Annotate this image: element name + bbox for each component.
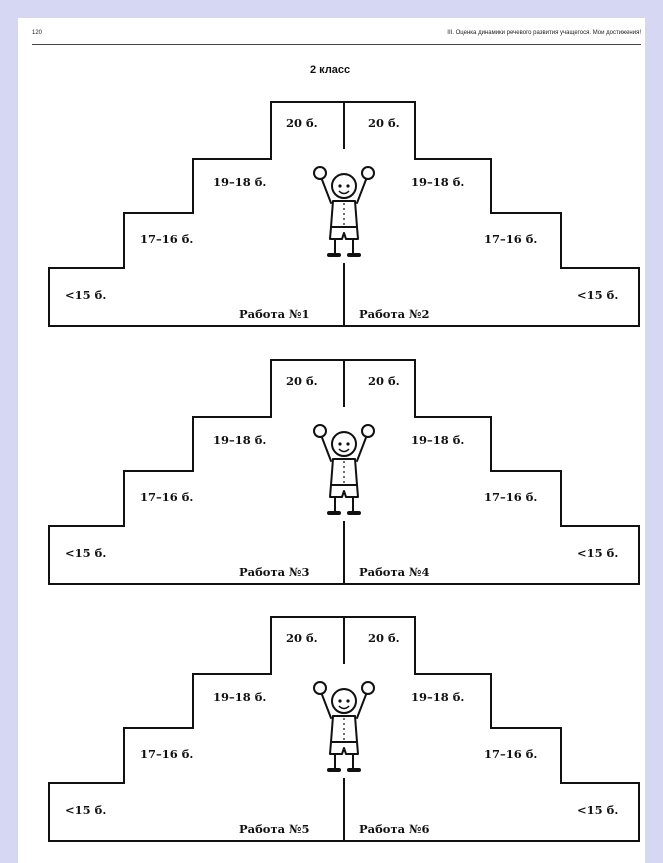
score-under15-right: <15 б. — [577, 546, 619, 560]
score-17-16-right: 17–16 б. — [484, 490, 538, 504]
boy-cheering-icon — [309, 161, 379, 261]
page: 120 III. Оценка динамики речевого развит… — [18, 18, 645, 863]
work-label-left: Работа №3 — [239, 565, 310, 579]
work-label-right: Работа №2 — [359, 307, 430, 321]
staircase-outline — [48, 616, 640, 842]
score-19-18-left: 19–18 б. — [213, 175, 267, 189]
score-19-18-left: 19–18 б. — [213, 433, 267, 447]
staircase-block-2: 20 б. 20 б. 19–18 б. 19–18 б. 17–16 б. 17–16 … — [18, 341, 645, 586]
score-19-18-right: 19–18 б. — [411, 433, 465, 447]
work-label-right: Работа №6 — [359, 822, 430, 836]
work-label-right: Работа №4 — [359, 565, 430, 579]
score-top-right: 20 б. — [368, 631, 400, 645]
staircase-block-1: 20 б. 20 б. 19–18 б. 19–18 б. 17–16 б. 17–16 … — [18, 83, 645, 328]
score-17-16-right: 17–16 б. — [484, 747, 538, 761]
work-label-left: Работа №5 — [239, 822, 310, 836]
score-17-16-left: 17–16 б. — [140, 490, 194, 504]
staircase-block-3: 20 б. 20 б. 19–18 б. 19–18 б. 17–16 б. 17–16 … — [18, 598, 645, 843]
boy-cheering-icon — [309, 676, 379, 776]
staircase-path — [48, 616, 640, 842]
staircase-outline — [48, 359, 640, 585]
score-top-left: 20 б. — [286, 116, 318, 130]
score-top-right: 20 б. — [368, 374, 400, 388]
score-top-right: 20 б. — [368, 116, 400, 130]
score-19-18-right: 19–18 б. — [411, 175, 465, 189]
score-19-18-left: 19–18 б. — [213, 690, 267, 704]
staircase-path — [48, 359, 640, 585]
score-17-16-left: 17–16 б. — [140, 747, 194, 761]
score-under15-left: <15 б. — [65, 546, 107, 560]
boy-cheering-icon — [309, 419, 379, 519]
score-17-16-right: 17–16 б. — [484, 232, 538, 246]
score-under15-left: <15 б. — [65, 803, 107, 817]
staircase-outline — [48, 101, 640, 327]
staircase-path — [48, 101, 640, 327]
running-header-title: III. Оценка динамики речевого развития у… — [447, 30, 641, 36]
page-number: 120 — [32, 30, 43, 36]
score-under15-left: <15 б. — [65, 288, 107, 302]
score-19-18-right: 19–18 б. — [411, 690, 465, 704]
score-under15-right: <15 б. — [577, 803, 619, 817]
score-top-left: 20 б. — [286, 631, 318, 645]
score-under15-right: <15 б. — [577, 288, 619, 302]
score-17-16-left: 17–16 б. — [140, 232, 194, 246]
work-label-left: Работа №1 — [239, 307, 310, 321]
header-divider — [32, 44, 641, 45]
score-top-left: 20 б. — [286, 374, 318, 388]
grade-title: 2 класс — [310, 64, 351, 76]
